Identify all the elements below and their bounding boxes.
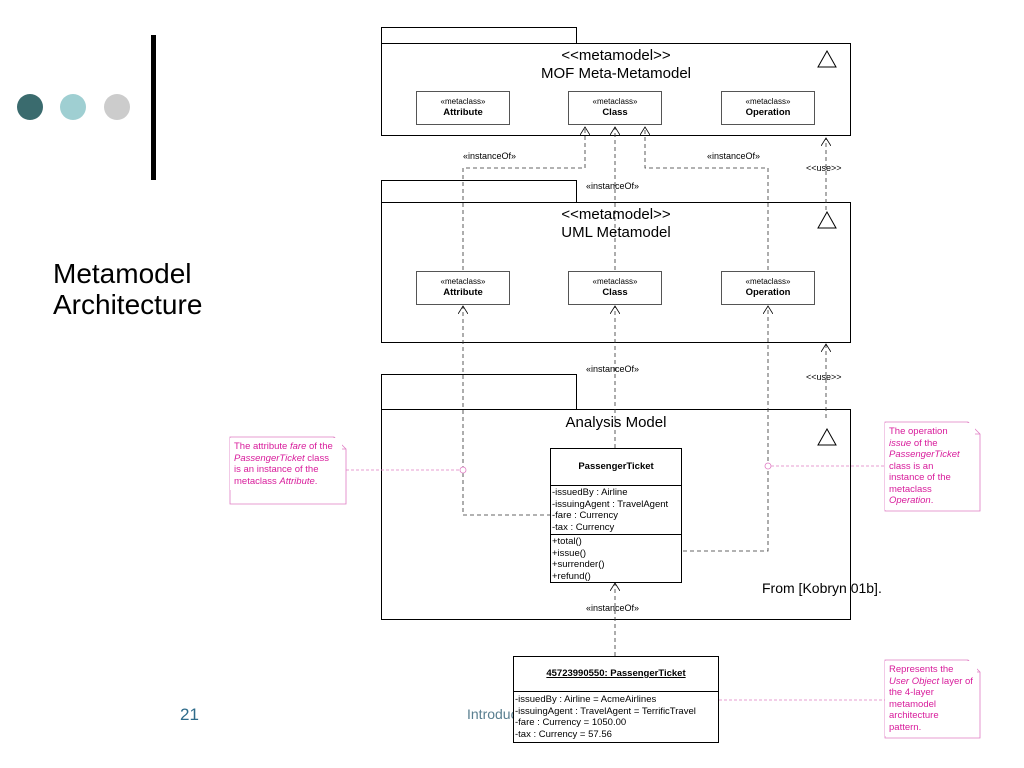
note-right-issue: The operation issue of the PassengerTick… xyxy=(885,423,975,510)
instanceof-op-to-class xyxy=(645,127,769,270)
passengerticket-operations: +total() +issue() +surrender() +refund() xyxy=(552,536,605,582)
slide-title: Metamodel Architecture xyxy=(53,258,202,320)
page-number: 21 xyxy=(180,705,199,724)
decor-vertical-bar xyxy=(151,35,156,180)
passengerticket-class: PassengerTicket -issuedBy : Airline -iss… xyxy=(550,448,682,583)
passengerticket-object: 45723990550: PassengerTicket -issuedBy :… xyxy=(513,656,719,743)
source-citation: From [Kobryn 01b]. xyxy=(762,580,882,596)
label-instanceof-right: «instanceOf» xyxy=(707,151,761,161)
analysis-package-title: Analysis Model xyxy=(565,414,667,431)
decor-dot-dark xyxy=(17,94,43,120)
mof-stereotype: <<metamodel>> xyxy=(561,47,671,64)
uml-package-triangle-icon xyxy=(817,211,837,229)
object-slots: -issuedBy : Airline = AcmeAirlines -issu… xyxy=(515,694,696,740)
decor-dot-grey xyxy=(104,94,130,120)
uml-stereotype: <<metamodel>> xyxy=(561,206,671,223)
label-instanceof-center-upper: «instanceOf» xyxy=(586,181,640,191)
mof-package-triangle-icon xyxy=(817,50,837,68)
uml-metaclass-attribute: «metaclass»Attribute xyxy=(416,271,510,305)
passengerticket-class-name: PassengerTicket xyxy=(551,449,681,486)
instanceof-attr-to-class xyxy=(462,127,585,270)
uml-metaclass-operation: «metaclass»Operation xyxy=(721,271,815,305)
label-use-lower: <<use>> xyxy=(806,372,842,382)
passengerticket-attributes: -issuedBy : Airline -issuingAgent : Trav… xyxy=(551,486,681,535)
object-name: 45723990550: PassengerTicket xyxy=(514,657,718,692)
note-left-anchor xyxy=(459,466,467,474)
analysis-package-triangle-icon xyxy=(817,428,837,446)
slide-title-line2: Architecture xyxy=(53,289,203,320)
instanceof-fare-to-attribute xyxy=(463,306,551,516)
slide-title-line1: Metamodel xyxy=(53,258,192,289)
mof-package-title: <<metamodel>> MOF Meta-Metamodel xyxy=(381,47,851,83)
mof-name: MOF Meta-Metamodel xyxy=(540,65,692,82)
footer-text: Introduc xyxy=(467,706,518,722)
note-bottom-user-object: Represents the User Object layer of the … xyxy=(885,661,977,736)
decor-dot-light xyxy=(60,94,86,120)
label-instanceof-left: «instanceOf» xyxy=(463,151,517,161)
label-instanceof-bottom: «instanceOf» xyxy=(586,603,640,613)
note-right-anchor xyxy=(764,462,772,470)
mof-metaclass-attribute: «metaclass»Attribute xyxy=(416,91,510,125)
note-left-fare: The attribute fare of the PassengerTicke… xyxy=(230,438,342,490)
uml-package-title: <<metamodel>> UML Metamodel xyxy=(381,206,851,242)
mof-metaclass-operation: «metaclass»Operation xyxy=(721,91,815,125)
uml-name: UML Metamodel xyxy=(561,224,671,241)
uml-metaclass-class: «metaclass»Class xyxy=(568,271,662,305)
label-use-upper: <<use>> xyxy=(806,163,842,173)
mof-metaclass-class: «metaclass»Class xyxy=(568,91,662,125)
label-instanceof-center-lower: «instanceOf» xyxy=(586,364,640,374)
